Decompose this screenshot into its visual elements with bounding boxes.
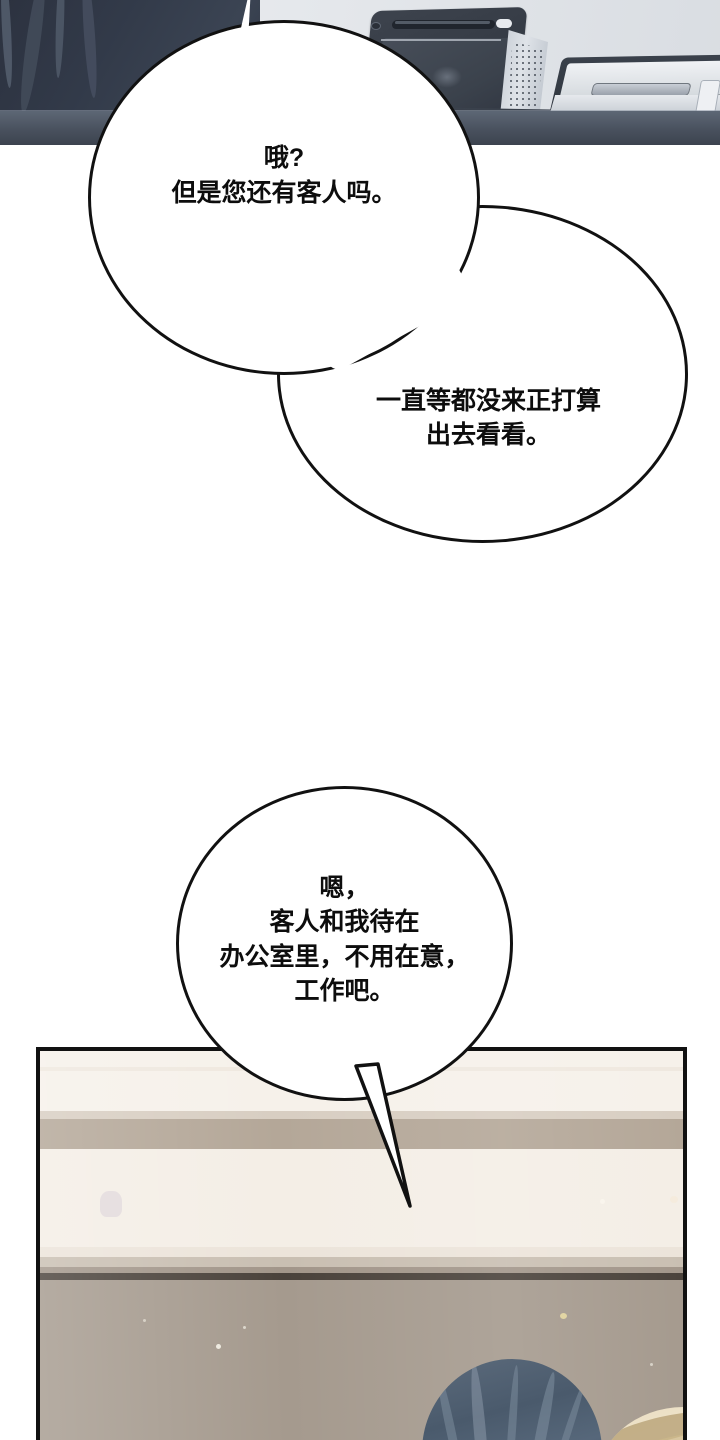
speech-bubble-c: 嗯， 客人和我待在 办公室里，不用在意， 工作吧。 [176,786,513,1101]
tablet-screen-highlight [380,39,502,41]
hair-highlight [503,1364,521,1440]
hair-strand [0,0,15,89]
hair-strand [79,0,100,99]
light-speck [216,1344,221,1349]
corridor-wall [40,1051,683,1440]
hair-highlight [524,1371,559,1440]
speech-bubble-c-text: 嗯， 客人和我待在 办公室里，不用在意， 工作吧。 [219,873,470,1006]
light-speck [670,1196,678,1203]
speech-bubble-b: 一直等都没来正打算 出去看看。 [277,205,688,543]
tablet-screen-glow [432,66,462,88]
light-speck [560,1313,567,1319]
light-speck [243,1326,246,1329]
light-speck [143,1319,146,1322]
hair-strand [54,0,66,79]
tablet-slot-highlight [394,21,491,24]
speech-bubble-a-text: 哦? 但是您还有客人吗。 [171,144,397,207]
wall-light-sheen [40,1051,683,1440]
speech-bubble-b-text: 一直等都没来正打算 出去看看。 [375,386,601,450]
tablet-camera-icon [371,22,381,30]
hair-highlight [548,1382,587,1440]
tablet-button [496,19,512,28]
panel-bottom-corridor [36,1047,687,1440]
speech-bubble-c-tail [354,1062,412,1208]
hair-highlight [467,1362,493,1440]
light-speck [650,1363,653,1366]
wall-smudge [100,1191,122,1217]
light-speck [600,1199,605,1204]
hair-strand [16,0,50,115]
stand-vent-pattern [508,42,544,110]
